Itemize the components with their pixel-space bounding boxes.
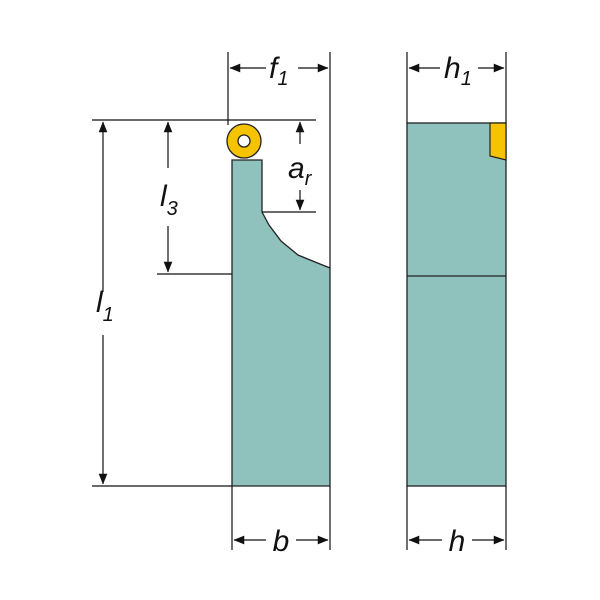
dim-label-f1: f1 bbox=[269, 52, 288, 90]
insert-icon bbox=[226, 123, 262, 159]
dim-label-l3: l3 bbox=[160, 180, 178, 220]
dim-label-h: h bbox=[449, 525, 466, 558]
holder-front-view bbox=[406, 122, 507, 487]
dim-label-ar: ar bbox=[288, 152, 313, 190]
insert-edge-front bbox=[489, 122, 507, 161]
dimension-lines bbox=[98, 63, 505, 545]
dim-label-h1: h1 bbox=[444, 52, 472, 90]
holder-side-view bbox=[231, 159, 331, 487]
dim-label-l1: l1 bbox=[96, 286, 114, 326]
dim-label-b: b bbox=[273, 525, 290, 558]
extension-lines bbox=[92, 52, 507, 550]
